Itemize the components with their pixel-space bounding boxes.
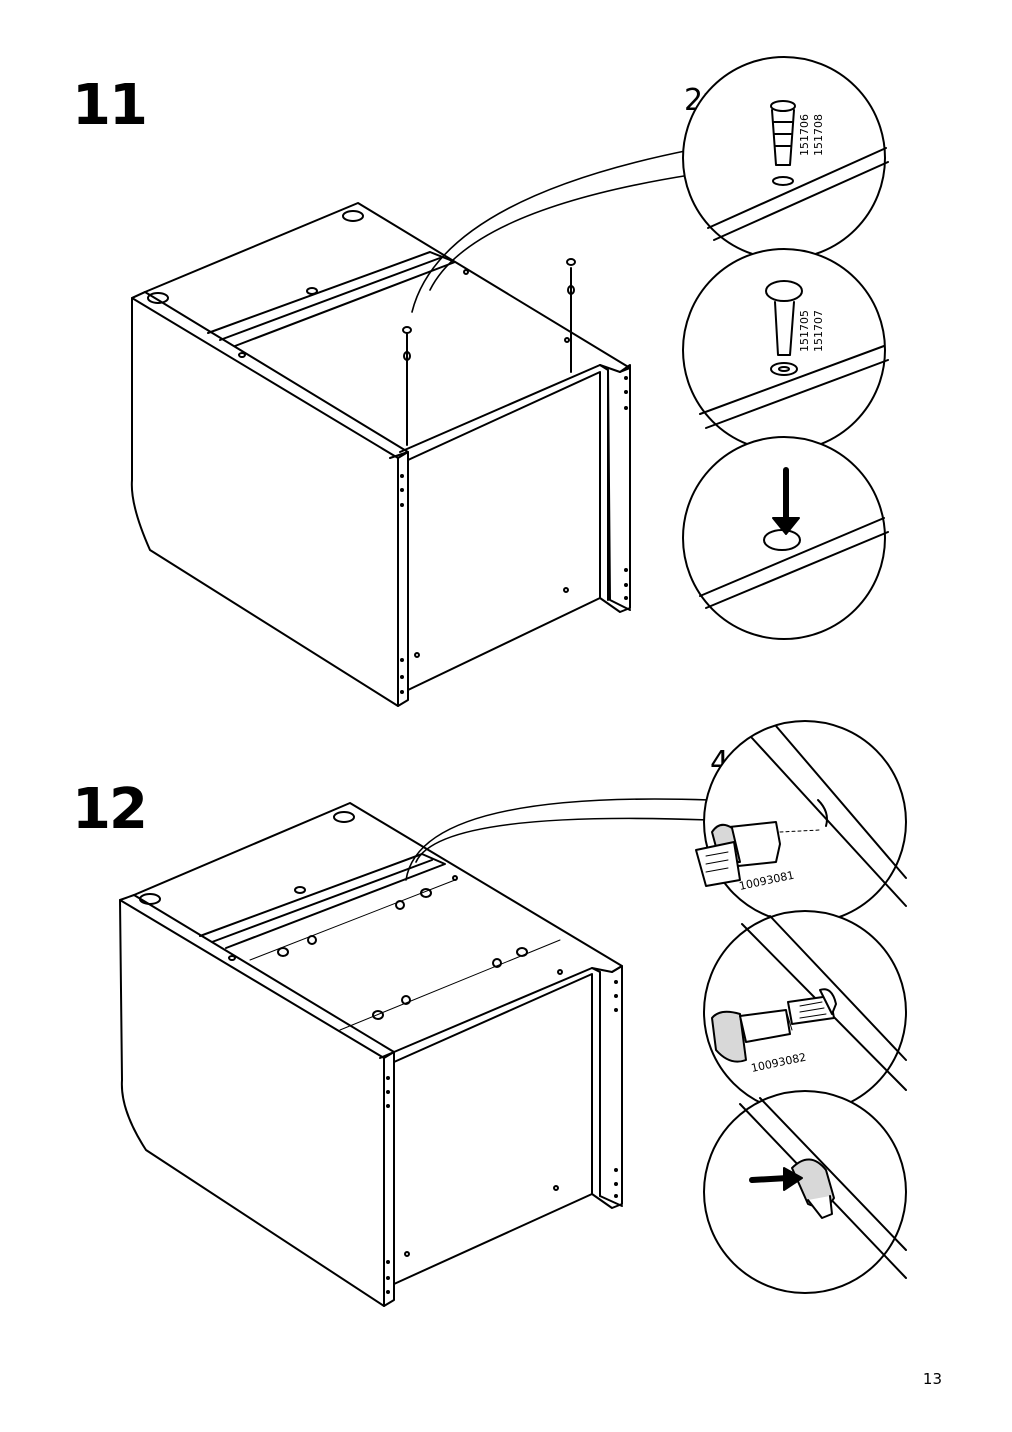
- part-number-label: 151707: [812, 310, 825, 352]
- arrow-right-icon: [749, 1175, 791, 1183]
- page-number: 13: [922, 1370, 942, 1388]
- part-number-label: 151708: [812, 114, 825, 156]
- cabinet-illustration-step11: [130, 149, 691, 707]
- detail-circle: [703, 1090, 907, 1294]
- cabinet-illustration-step12: [119, 798, 711, 1307]
- detail-circle: [682, 436, 889, 640]
- part-number-label: 151705: [798, 310, 811, 352]
- detail-circle: 151706 151708: [682, 56, 889, 260]
- part-number-label: 151706: [798, 114, 811, 156]
- detail-circle: 10093082: [703, 910, 907, 1114]
- detail-circle: 10093081: [695, 720, 907, 924]
- step-number: 11: [72, 73, 148, 138]
- step-number: 12: [72, 777, 148, 842]
- detail-circle: 151705 151707: [682, 248, 889, 452]
